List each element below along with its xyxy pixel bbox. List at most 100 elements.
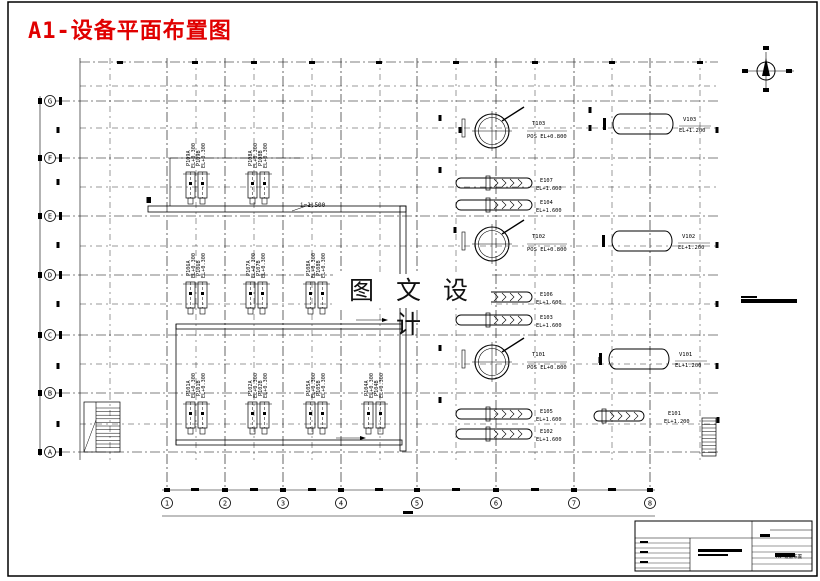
compass-needle [762,58,770,76]
grid-bubble-col [219,497,231,509]
pump-nozzle [309,292,312,295]
pump-nozzle [201,292,204,295]
exchanger-elevation: EL+1.600 [536,186,562,192]
pump-base [249,427,256,435]
grid-endtick [59,154,62,162]
pump-elevation: EL+0.300 [311,253,317,278]
vessel-elevation: EL+1.200 [679,128,706,134]
dim-mark [56,301,60,307]
dim-mark [715,301,719,307]
grid-endtick [697,61,703,64]
compass-mark [763,46,769,50]
dim-mark [715,242,719,248]
pump-tag: P104B [374,380,380,396]
pump-area-frames: i=1:500 [147,157,407,452]
stair-left [83,401,121,453]
pump-base [249,197,256,205]
grid-endtick [532,61,538,64]
drawing-title: A1-设备平面布置图 [28,19,232,44]
dim-mark [438,167,442,173]
exchanger-shell [455,199,533,211]
grid-col-label: 7 [572,500,576,508]
exchanger-tube-mark [493,200,499,210]
pump-base [365,427,372,435]
pump-tag: P108A [248,150,254,166]
tank-tag: T102 [532,234,545,240]
vessel-tag: V103 [683,117,696,123]
flow-arrowhead [382,318,388,322]
dim-mark [56,242,60,248]
exchanger-tube-mark [501,429,507,439]
dim-mark [56,421,60,427]
watermark-text: 图 文 设 计 [333,274,491,339]
exchanger-tube-mark [509,429,515,439]
grid-row-label: E [48,213,52,221]
pump-tag: P107B [256,260,262,276]
pump-tag: P102B [258,380,264,396]
tank-elevation: POS EL+0.800 [527,247,567,253]
grid-col-label: 2 [223,500,227,508]
exchanger-flange [485,197,491,213]
exchanger-tube-mark [493,315,499,325]
exchanger-elevation: EL+1.600 [536,417,562,423]
pump-elevation: EL+0.300 [379,373,385,398]
grid-col-label: 3 [281,500,285,508]
dim-mark [56,363,60,369]
title-block-text-mark [775,553,795,557]
dim-mark [56,179,60,185]
vessel-support-mark [602,235,605,247]
pump-elevation: EL+0.300 [261,253,267,278]
dim-tick [38,213,42,219]
tank-tag: T103 [532,121,545,127]
exchanger-elevation: EL+1.600 [536,208,562,214]
pump-base [187,427,194,435]
grid-endtick [609,61,615,64]
pump-tag: P108B [316,260,322,276]
pump-elevation: EL+0.300 [321,253,327,278]
exchanger-tube-mark [517,292,523,302]
pump-tag: P108A [306,260,312,276]
exchanger-tube-mark [501,409,507,419]
grid-bubble-col [411,497,423,509]
grid-bubble-col [161,497,173,509]
dim-mark [438,397,442,403]
pump-elevation: EL+0.300 [191,373,197,398]
exchanger-tube-mark [493,178,499,188]
pump-tag: P107A [246,260,252,276]
pump-base [199,197,206,205]
grid-endtick [59,331,62,339]
pump-tag: P102A [248,380,254,396]
vessel-elevation: EL+1.200 [678,245,705,251]
exchanger-tube-mark [509,178,515,188]
dim-text-mark [375,488,383,491]
pump-elevation: EL+0.300 [251,253,257,278]
exchanger-tube-mark [509,409,515,419]
stair-right [701,417,717,457]
title-block: A1-设备布置 [634,520,813,572]
exchanger-elevation: EL+1.200 [664,419,690,425]
pump-elevation: EL+0.300 [311,373,317,398]
pump-nozzle [261,292,264,295]
pump-nozzle [321,292,324,295]
pump-tag: P104A [364,380,370,396]
pump-base [261,197,268,205]
pump-nozzle [263,182,266,185]
exchanger-tube-mark [501,315,507,325]
title-block-text-mark [698,549,742,552]
pump-elevation: EL+0.300 [201,143,207,168]
vessel-elevation: EL+1.200 [675,363,702,369]
exchanger-tube-mark [633,411,639,421]
grid-col-label: 5 [415,500,419,508]
dim-mark [458,127,462,133]
flow-arrow-mark [147,197,151,203]
pump-nozzle [367,412,370,415]
legend-bar [741,299,797,303]
column-grid [60,58,718,492]
pump-elevation: EL+0.300 [201,253,207,278]
grid-endtick [59,271,62,279]
